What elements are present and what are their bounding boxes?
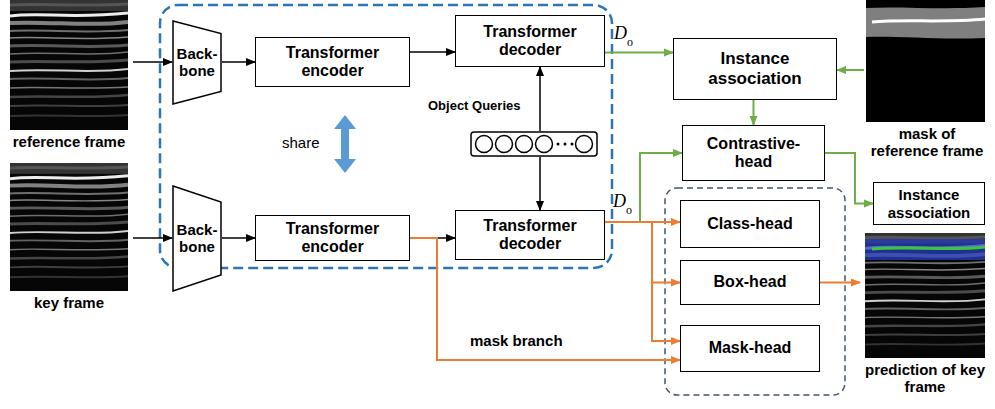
query-strip-outline: [470, 131, 598, 157]
connector: [820, 282, 860, 284]
node-label: Instance association: [680, 49, 830, 88]
connector: [605, 222, 680, 341]
label-group: Back- bone: [173, 46, 221, 79]
symbol-text: D: [614, 24, 627, 42]
connector: [133, 237, 172, 239]
process-box: Contrastive- head: [682, 125, 825, 181]
symbol-text: D: [613, 192, 626, 210]
backbone-trapezoid: Back- bone: [172, 185, 222, 292]
process-box: Instance association: [673, 38, 837, 100]
node-label: Transformer encoder: [262, 44, 403, 81]
label-group: Box-head: [714, 273, 787, 291]
process-box: Transformer encoder: [255, 215, 410, 261]
node-label: Transformer decoder: [462, 23, 598, 60]
ultrasound-frame: key frame: [5, 163, 133, 311]
label-group: Instance association: [680, 49, 830, 88]
node-label: Class-head: [707, 215, 792, 233]
edge-label: mask branch: [468, 333, 565, 350]
process-box: Box-head: [680, 260, 820, 305]
label-group: Transformer encoder: [262, 220, 403, 257]
process-box: Transformer encoder: [255, 37, 410, 87]
ultrasound-frame: mask of reference frame: [864, 0, 990, 160]
connector: [837, 69, 864, 71]
node-label: Transformer encoder: [262, 220, 403, 257]
label-group: Instance association: [880, 186, 978, 221]
label-group: Back- bone: [173, 222, 221, 255]
connector: [133, 61, 172, 63]
node-label: Instance association: [880, 186, 978, 221]
node-label: key frame: [5, 294, 133, 311]
connector: [605, 52, 673, 54]
connector: [753, 100, 755, 125]
connector: [605, 153, 682, 222]
label-group: Transformer decoder: [462, 23, 598, 60]
label-group: Class-head: [707, 215, 792, 233]
ultrasound-frame: reference frame: [5, 0, 133, 150]
connector: [539, 157, 541, 210]
node-label: mask of reference frame: [864, 125, 990, 160]
process-box: Transformer decoder: [455, 210, 605, 260]
connector: [222, 61, 255, 63]
node-label: Transformer decoder: [462, 217, 598, 254]
symbol-text: o: [627, 36, 633, 48]
process-box: Mask-head: [680, 325, 820, 372]
connector: [539, 67, 541, 131]
process-box: Instance association: [873, 182, 985, 225]
connector: [410, 51, 455, 53]
node-label: Object Queries: [426, 98, 522, 113]
connector: [222, 237, 255, 239]
node-label: reference frame: [5, 133, 133, 150]
query-strip: Object Queries: [470, 131, 598, 157]
node-label: Back- bone: [173, 46, 221, 79]
node-label: Back- bone: [173, 222, 221, 255]
process-box: Transformer decoder: [455, 15, 605, 67]
connector: [605, 222, 680, 283]
connector: [825, 153, 873, 204]
node-label: prediction of key frame: [860, 361, 990, 396]
node-label: Mask-head: [709, 339, 792, 357]
label-group: Transformer encoder: [262, 44, 403, 81]
label-group: Contrastive- head: [699, 135, 808, 172]
ultrasound-frame: prediction of key frame: [860, 233, 990, 396]
backbone-trapezoid: Back- bone: [172, 20, 222, 105]
label-group: Mask-head: [709, 339, 792, 357]
annotation-text: share: [282, 135, 320, 150]
node-label: Contrastive- head: [699, 135, 808, 172]
process-box: Class-head: [680, 200, 820, 248]
symbol-text: o: [626, 204, 632, 216]
node-label: Box-head: [714, 273, 787, 291]
label-group: Transformer decoder: [462, 217, 598, 254]
